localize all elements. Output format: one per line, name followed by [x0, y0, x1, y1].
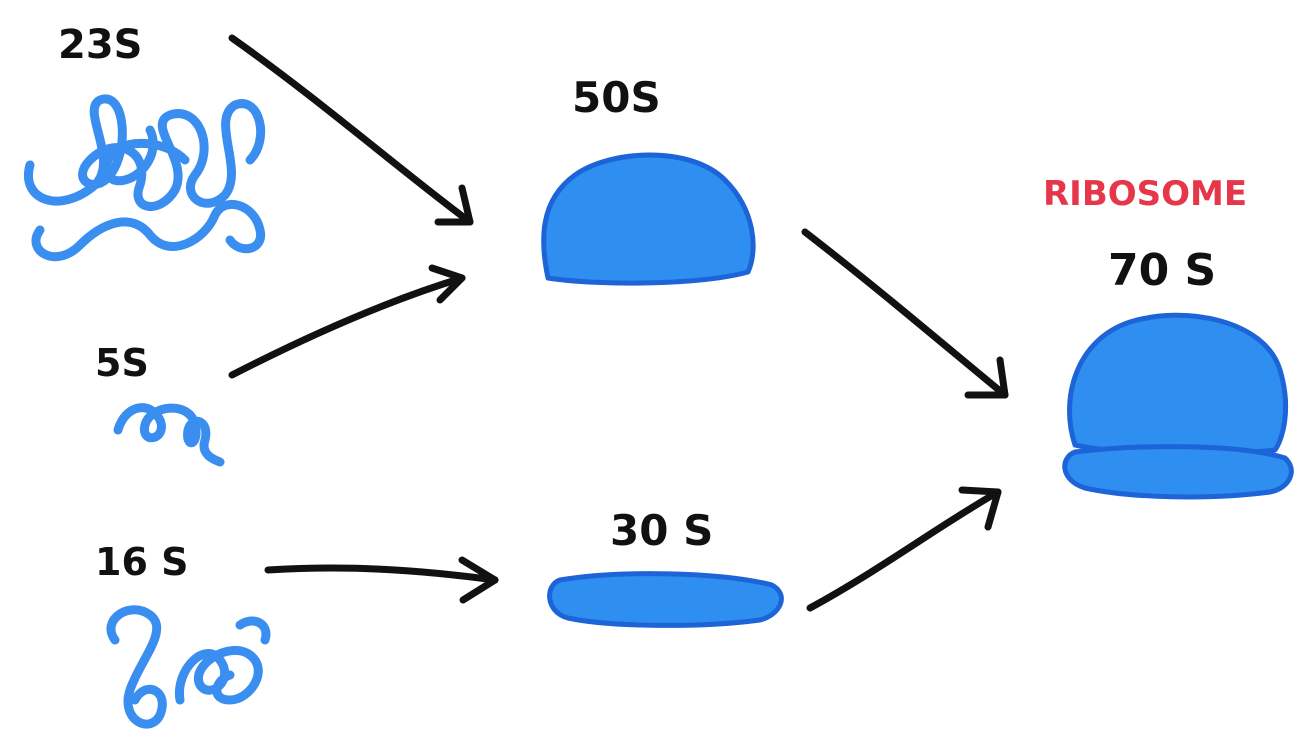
ribosome-70s — [1062, 312, 1294, 500]
label-23s: 23S — [58, 22, 142, 68]
arrow-50s-to-70s — [801, 228, 1009, 399]
arrow-5s-to-50s — [228, 264, 466, 379]
rrna-23s-scribble — [24, 94, 266, 262]
arrow-23s-to-50s — [228, 34, 474, 226]
label-50s: 50S — [572, 73, 661, 122]
ribosome-small-subunit — [1062, 444, 1294, 500]
label-5s: 5S — [95, 341, 149, 385]
arrow-16s-to-30s — [264, 556, 499, 604]
subunit-50s — [541, 152, 756, 286]
rrna-5s-scribble — [113, 403, 225, 467]
label-ribosome: RIBOSOME — [1043, 174, 1247, 214]
label-16s: 16 S — [95, 540, 188, 584]
ribosome-large-subunit — [1067, 312, 1289, 457]
subunit-30s — [547, 571, 784, 628]
arrow-30s-to-70s — [806, 486, 1002, 612]
label-30s: 30 S — [610, 506, 713, 555]
rrna-16s-scribble — [106, 605, 271, 729]
label-70s: 70 S — [1108, 245, 1216, 296]
